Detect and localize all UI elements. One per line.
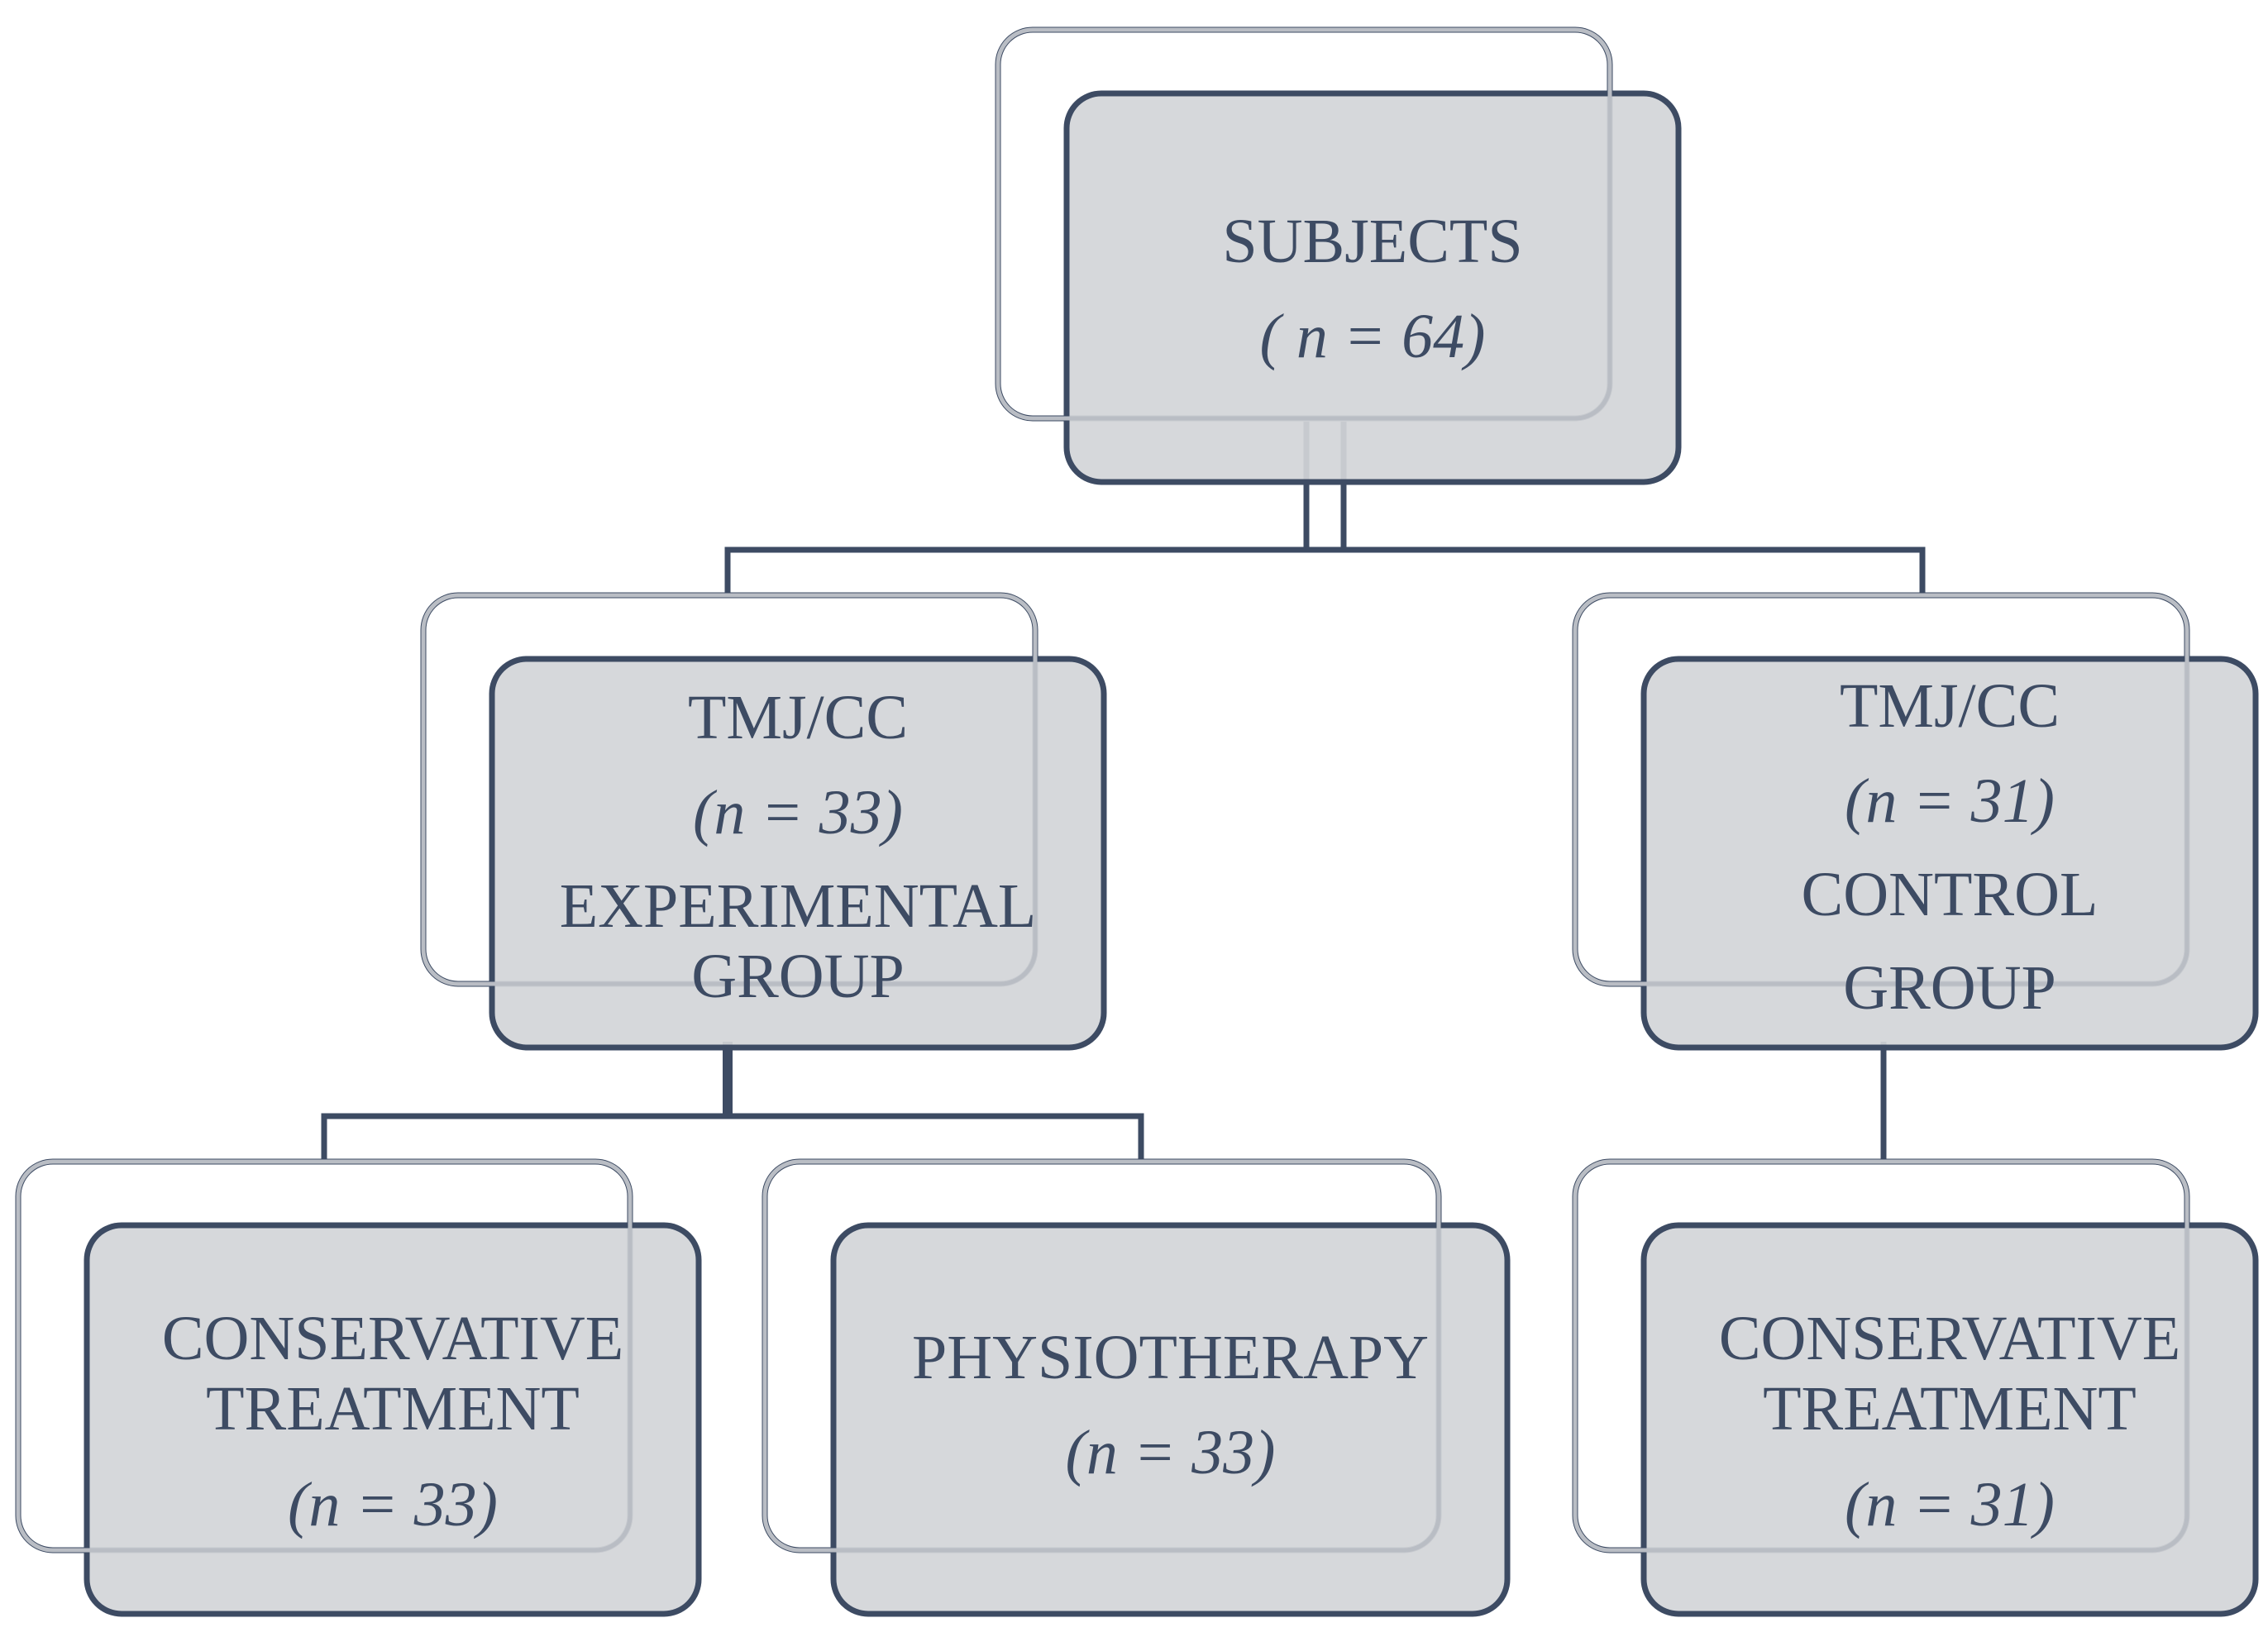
node-physiotherapy [762,1158,1511,1617]
node-physiotherapy-front [830,1222,1511,1617]
experimental-group-line2: GROUP [691,942,905,1012]
node-experimental-front [489,656,1107,1051]
control-group-line2: GROUP [1843,953,2056,1024]
node-control [1572,592,2259,1051]
ctrl-conservative-count: (n = 31) [1845,1469,2055,1539]
physiotherapy-count: (n = 33) [1065,1418,1276,1487]
exp-conservative-line1: CONSERVATIVE [161,1304,624,1374]
experimental-title: TMJ/CC [687,682,909,752]
node-subjects-front [1063,90,1682,485]
subjects-label: SUBJECTS ( n = 64) [1067,165,1678,413]
exp-conservative-line2: TREATMENT [206,1374,580,1444]
subjects-count: ( n = 64) [1259,302,1486,371]
control-label: TMJ/CC (n = 31) CONTROL GROUP [1644,653,2256,1042]
exp-conservative-count: (n = 33) [288,1469,498,1539]
control-count: (n = 31) [1845,766,2055,836]
control-group-line1: CONTROL [1801,860,2098,929]
experimental-label: TMJ/CC (n = 33) EXPERIMENTAL GROUP [492,666,1104,1029]
experimental-count: (n = 33) [693,777,903,847]
node-control-front [1640,656,2259,1051]
node-ctrl-conservative-front [1640,1222,2259,1617]
physiotherapy-line1: PHYSIOTHERAPY [912,1322,1429,1392]
node-ctrl-conservative [1572,1158,2259,1617]
physiotherapy-label: PHYSIOTHERAPY (n = 33) [833,1265,1507,1546]
node-subjects [995,26,1682,485]
exp-conservative-label: CONSERVATIVE TREATMENT (n = 33) [87,1257,699,1587]
node-exp-conservative [15,1158,702,1617]
experimental-group-line1: EXPERIMENTAL [559,871,1037,941]
node-experimental [420,592,1107,1051]
ctrl-conservative-line1: CONSERVATIVE [1718,1304,2181,1374]
node-exp-conservative-front [84,1222,702,1617]
ctrl-conservative-label: CONSERVATIVE TREATMENT (n = 31) [1644,1257,2256,1587]
connector-experimental [321,1042,1144,1162]
control-title: TMJ/CC [1839,671,2060,741]
ctrl-conservative-line2: TREATMENT [1763,1374,2137,1444]
subjects-title: SUBJECTS [1222,206,1523,276]
